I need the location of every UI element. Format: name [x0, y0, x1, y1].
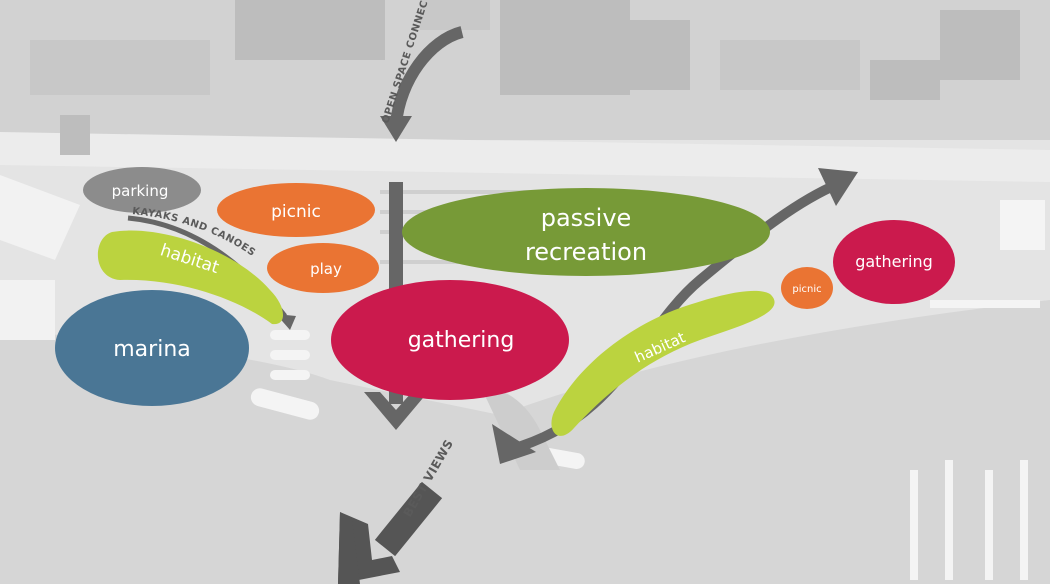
picnic-west-label: picnic	[271, 202, 321, 222]
diagonal-arrowhead-ne	[818, 168, 858, 206]
gathering-center-zone	[331, 280, 569, 400]
gathering-center-label: gathering	[408, 328, 515, 353]
parking-label: parking	[112, 182, 169, 200]
passive-label-line2: recreation	[525, 238, 647, 266]
best-views-arrow	[338, 481, 443, 584]
picnic-east-zone	[781, 267, 833, 309]
zones-layer: parking picnic habitat play marina passi…	[55, 167, 955, 436]
passive-label-line1: passive	[541, 204, 632, 232]
picnic-west-zone	[217, 183, 375, 237]
parking-zone	[83, 167, 201, 213]
passive-recreation-zone	[402, 188, 770, 276]
open-space-arrow	[390, 26, 464, 125]
play-label: play	[310, 260, 342, 278]
habitat-east-zone	[551, 290, 775, 436]
play-zone	[267, 243, 379, 293]
open-space-arrowhead	[380, 116, 412, 142]
central-axis-arrowhead	[364, 392, 428, 430]
gathering-east-zone	[833, 220, 955, 304]
marina-zone	[55, 290, 249, 406]
marina-label: marina	[113, 337, 191, 362]
gathering-east-label: gathering	[855, 252, 933, 271]
diagonal-arrowhead-sw	[492, 424, 536, 464]
habitat-west-zone	[97, 230, 284, 325]
picnic-east-label: picnic	[792, 284, 821, 295]
